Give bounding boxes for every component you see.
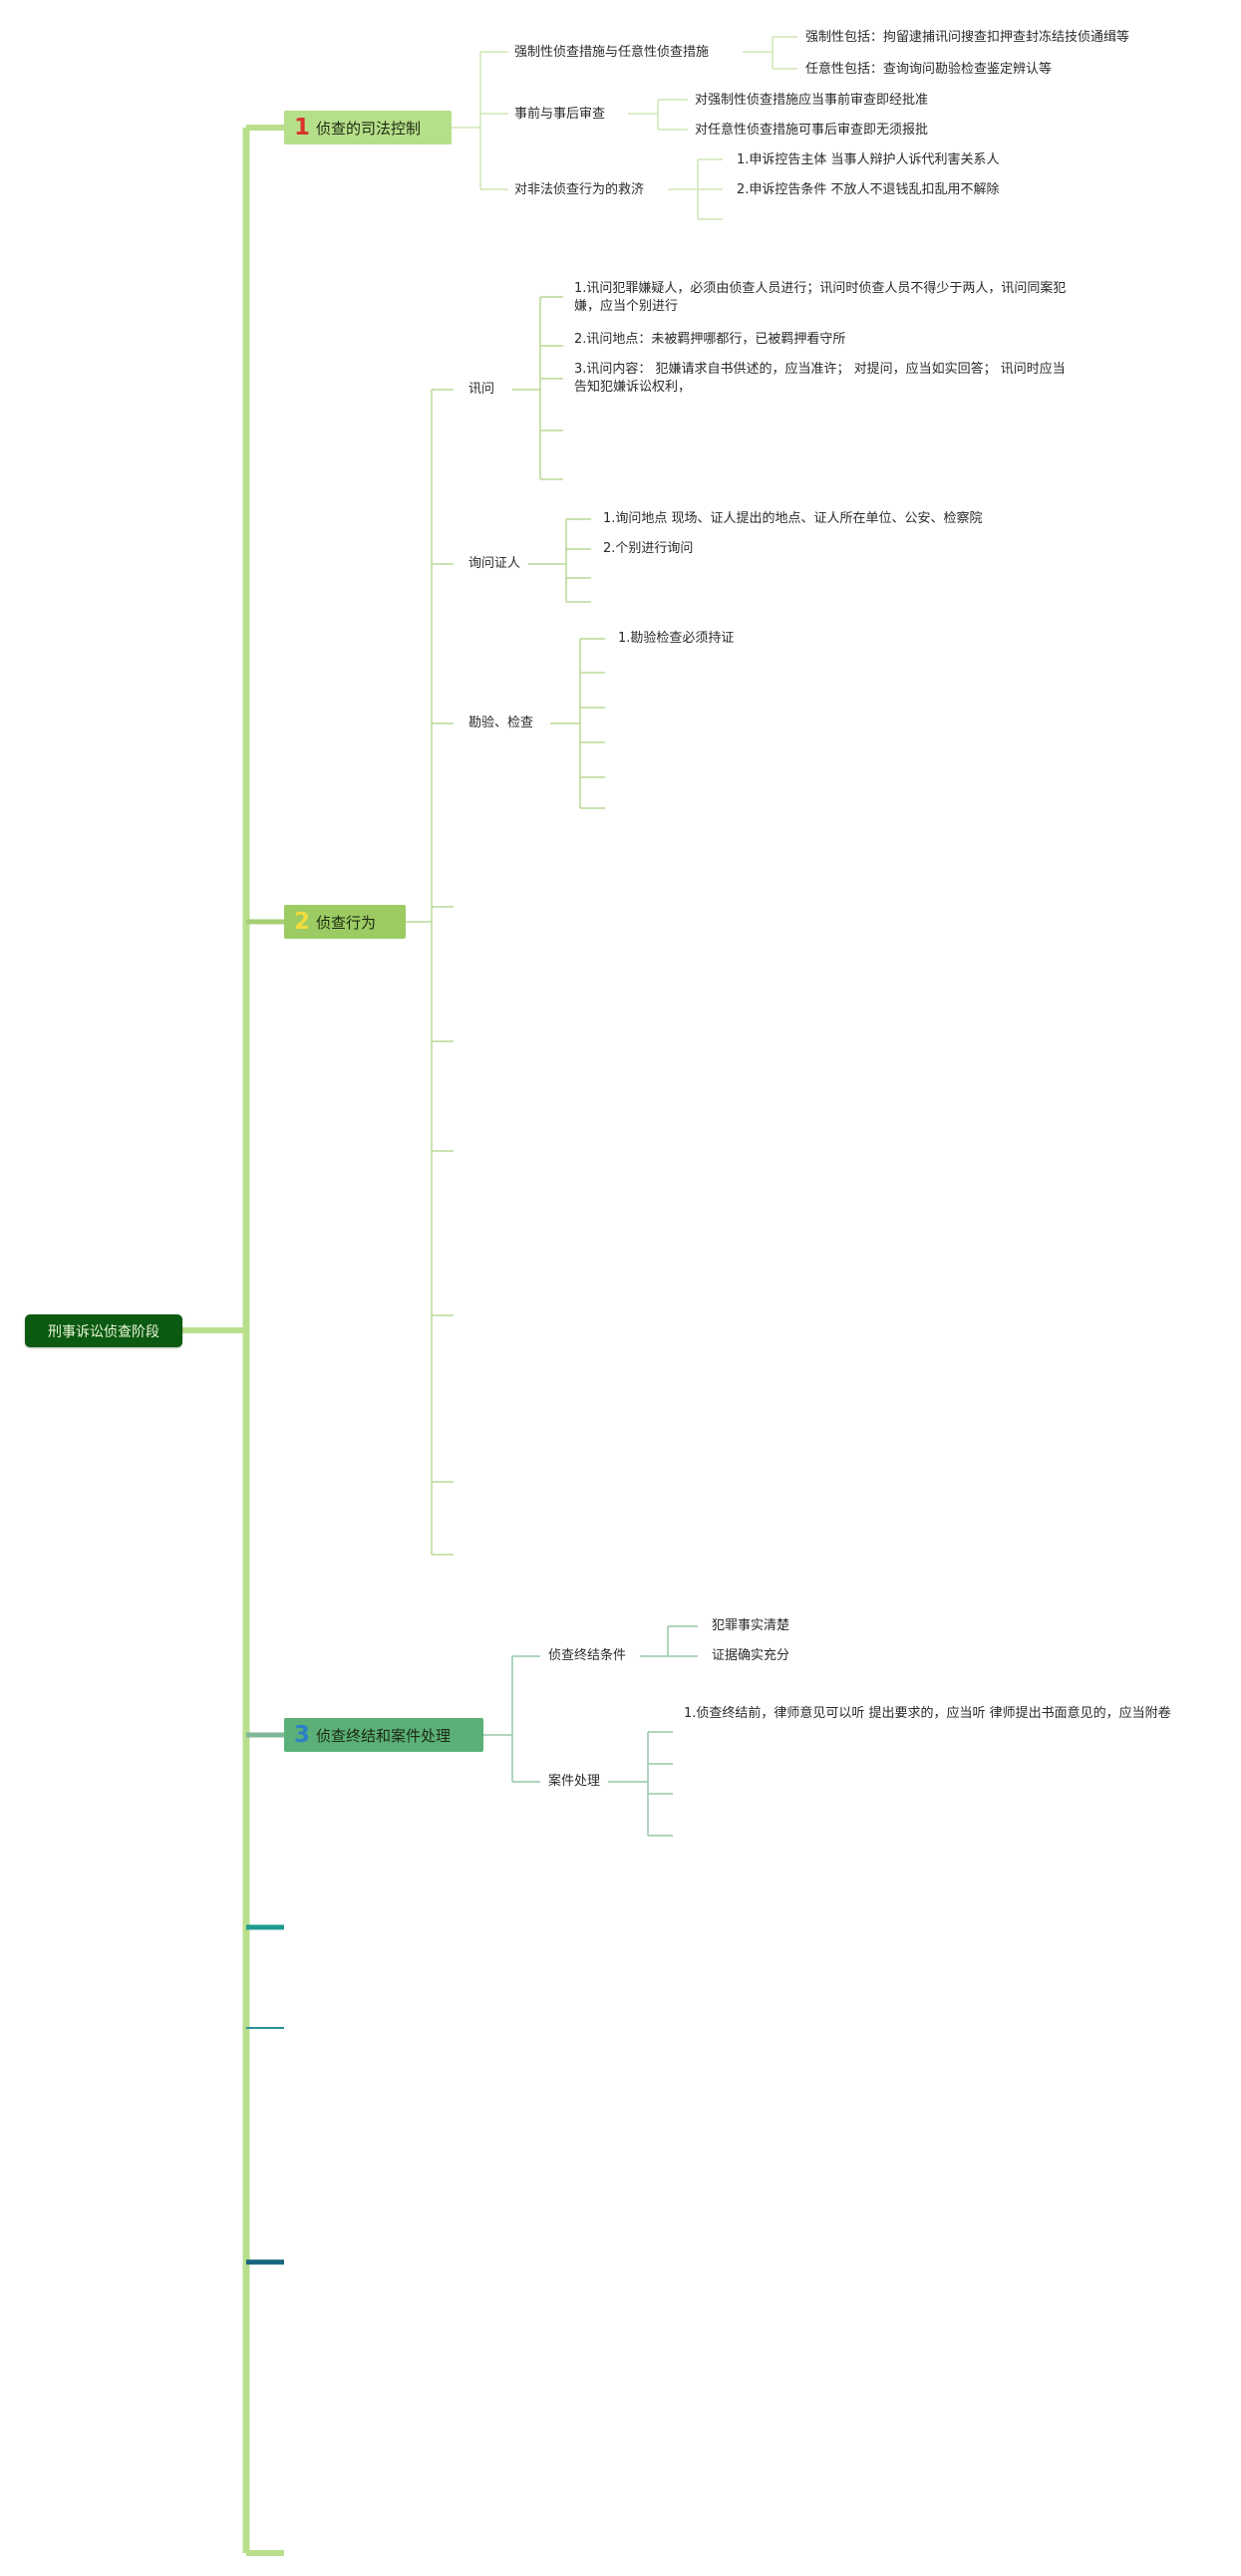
topic2-subtree-lines: [404, 296, 605, 1556]
topic-1-number: 1: [294, 115, 311, 141]
t1-illegal-investigation-remedy[interactable]: 对非法侦查行为的救济: [514, 182, 645, 197]
t1-coercive-prior-review[interactable]: 对强制性侦查措施应当事前审查即经批准: [695, 93, 929, 108]
t3-conclusion-conditions[interactable]: 侦查终结条件: [548, 1648, 627, 1663]
t1-voluntary-includes[interactable]: 任意性包括：查询询问勘验检查鉴定辨认等: [805, 62, 1053, 77]
root-node[interactable]: 刑事诉讼侦查阶段: [25, 1314, 182, 1347]
t1-voluntary-post-review[interactable]: 对任意性侦查措施可事后审查即无须报批: [695, 123, 929, 138]
t1-complaint-conditions[interactable]: 2.申诉控告条件 不放人不退钱乱扣乱用不解除: [737, 182, 1000, 197]
topic-2-number: 2: [294, 909, 311, 935]
t3-facts-clear[interactable]: 犯罪事实清楚: [712, 1618, 790, 1633]
t3-case-handling[interactable]: 案件处理: [548, 1774, 601, 1789]
t1-coercive-includes[interactable]: 强制性包括：拘留逮捕讯问搜查扣押查封冻结技侦通缉等: [805, 30, 1130, 45]
t2-witness-item-2[interactable]: 2.个别进行询问: [603, 541, 694, 556]
topic3-subtree-lines: [482, 1625, 698, 1837]
t2-interrogation[interactable]: 讯问: [468, 382, 495, 397]
t1-complaint-subject[interactable]: 1.申诉控告主体 当事人辩护人诉代利害关系人: [737, 152, 1000, 167]
t2-witness-item-1[interactable]: 1.询问地点 现场、证人提出的地点、证人所在单位、公安、检察院: [603, 511, 983, 526]
t2-interrogation-item-1[interactable]: 1.讯问犯罪嫌疑人，必须由侦查人员进行；讯问时侦查人员不得少于两人，讯问同案犯嫌…: [574, 281, 1067, 314]
t3-evidence-sufficient[interactable]: 证据确实充分: [712, 1648, 790, 1663]
topic-1-label: 侦查的司法控制: [316, 119, 422, 138]
topic-2-label: 侦查行为: [316, 913, 377, 932]
topic-1-judicial-control[interactable]: 1 侦查的司法控制: [284, 111, 452, 144]
t1-coercive-vs-voluntary[interactable]: 强制性侦查措施与任意性侦查措施: [514, 45, 710, 60]
t2-interrogation-item-2[interactable]: 2.讯问地点：未被羁押哪都行，已被羁押看守所: [574, 332, 846, 347]
topic-3-label: 侦查终结和案件处理: [316, 1726, 452, 1745]
topic-2-investigative-acts[interactable]: 2 侦查行为: [284, 905, 406, 939]
t2-witness-questioning[interactable]: 询问证人: [468, 556, 521, 571]
t2-interrogation-item-3[interactable]: 3.讯问内容： 犯嫌请求自书供述的，应当准许； 对提问，应当如实回答； 讯问时应…: [574, 362, 1066, 395]
t2-inspection-item-1[interactable]: 1.勘验检查必须持证: [618, 631, 735, 646]
topic-3-conclusion-and-handling[interactable]: 3 侦查终结和案件处理: [284, 1718, 483, 1752]
t3-handling-item-1[interactable]: 1.侦查终结前，律师意见可以听 提出要求的，应当听 律师提出书面意见的，应当附卷: [684, 1706, 1171, 1721]
t1-prior-and-post-review[interactable]: 事前与事后审查: [514, 107, 606, 122]
t2-inspection-examination[interactable]: 勘验、检查: [468, 716, 534, 730]
topic1-subtree-lines: [451, 36, 797, 220]
topic-3-number: 3: [294, 1722, 311, 1748]
